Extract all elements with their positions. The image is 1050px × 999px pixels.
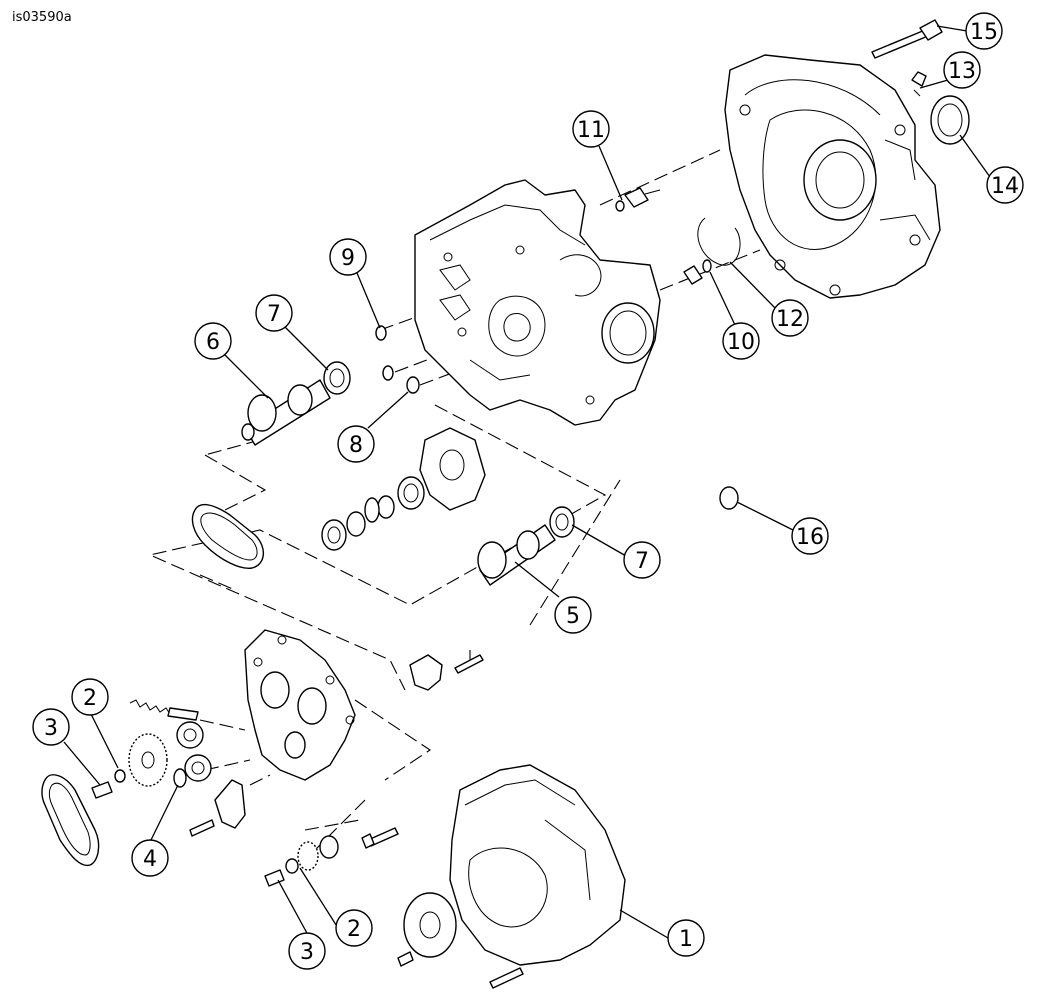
callout-label: 10 [727, 330, 755, 355]
callout-label: 12 [776, 307, 804, 332]
circlip [697, 217, 741, 266]
callout-3-upper: 3 [32, 708, 70, 746]
o-ring-large [719, 486, 739, 510]
bolt-bottom [489, 967, 524, 989]
callout-label: 7 [267, 302, 281, 327]
sprocket-left [91, 733, 168, 799]
callout-6: 6 [194, 322, 232, 360]
chain-tensioner-lower [189, 779, 246, 837]
callout-label: 8 [349, 433, 363, 458]
callout-label: 9 [341, 246, 355, 271]
sprocket-lower [264, 835, 339, 887]
callout-1: 1 [667, 919, 705, 957]
callout-label: 5 [566, 604, 580, 629]
callout-7-upper: 7 [255, 294, 293, 332]
callout-4: 4 [131, 839, 169, 877]
drive-chain [41, 774, 100, 867]
callout-label: 15 [970, 20, 998, 45]
callout-label: 2 [83, 686, 97, 711]
callout-label: 14 [991, 174, 1019, 199]
hub-plate [397, 892, 457, 967]
washers [173, 721, 212, 788]
callout-label: 11 [577, 118, 605, 143]
o-rings [375, 325, 420, 394]
callout-label: 3 [300, 940, 314, 965]
callout-label: 3 [44, 716, 58, 741]
tensioner-spring [129, 699, 199, 721]
sensor [615, 187, 661, 212]
callout-13: 13 [943, 51, 981, 89]
oil-seal [930, 95, 970, 145]
chain-tensioner-upper [409, 654, 484, 691]
long-bolt [871, 19, 943, 59]
callout-5: 5 [554, 596, 592, 634]
callout-14: 14 [986, 166, 1024, 204]
callout-12: 12 [771, 299, 809, 337]
dowel [683, 259, 712, 285]
plug [911, 71, 927, 97]
callout-label: 7 [635, 549, 649, 574]
callout-label: 13 [948, 59, 976, 84]
crankcase-half-right [724, 54, 941, 299]
oil-pump [321, 427, 486, 551]
callout-7-lower: 7 [623, 541, 661, 579]
callout-10: 10 [722, 322, 760, 360]
callout-2-upper: 2 [71, 678, 109, 716]
callout-11: 11 [572, 110, 610, 148]
crankcase-half-left [414, 179, 661, 426]
camshaft-front [477, 506, 575, 586]
callout-label: 4 [143, 847, 157, 872]
callout-label: 1 [679, 927, 693, 952]
callout-label: 2 [347, 917, 361, 942]
cam-support-plate [244, 629, 356, 781]
callout-8: 8 [337, 425, 375, 463]
figure-id: is03590a [12, 10, 72, 25]
cam-chain [191, 503, 264, 569]
callout-label: 6 [206, 330, 220, 355]
callout-label: 16 [796, 525, 824, 550]
leader-lines [63, 25, 991, 939]
callout-9: 9 [329, 238, 367, 276]
callout-3-lower: 3 [288, 932, 326, 970]
callout-15: 15 [965, 12, 1003, 50]
camshaft-rear [241, 361, 351, 446]
outer-cover [449, 764, 626, 966]
callout-16: 16 [791, 517, 829, 555]
callout-2-lower: 2 [335, 909, 373, 947]
bolt-mid [361, 827, 399, 849]
